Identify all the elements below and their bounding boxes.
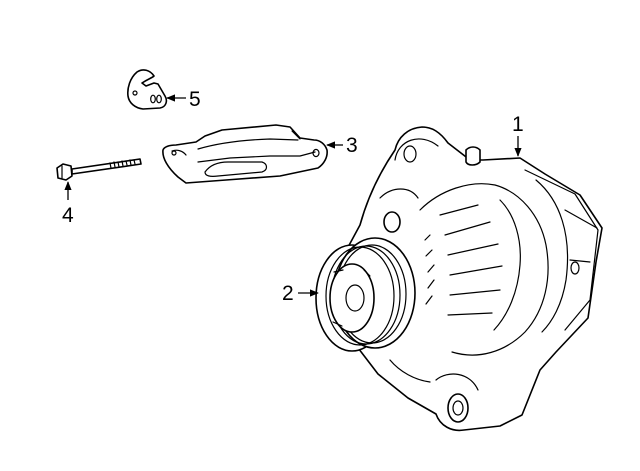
alternator-part <box>332 126 603 432</box>
callout-leaders <box>64 94 522 297</box>
callout-2: 2 <box>282 282 294 305</box>
small-bracket-part <box>127 69 168 110</box>
callout-4: 4 <box>62 204 74 227</box>
callout-3: 3 <box>346 134 358 157</box>
callout-5: 5 <box>189 88 201 111</box>
callout-1: 1 <box>512 113 524 136</box>
bolt-part <box>56 158 142 181</box>
callout-labels: 1 2 3 4 5 <box>62 88 524 305</box>
adjusting-bracket-part <box>162 124 328 184</box>
pulley-part <box>315 237 416 352</box>
